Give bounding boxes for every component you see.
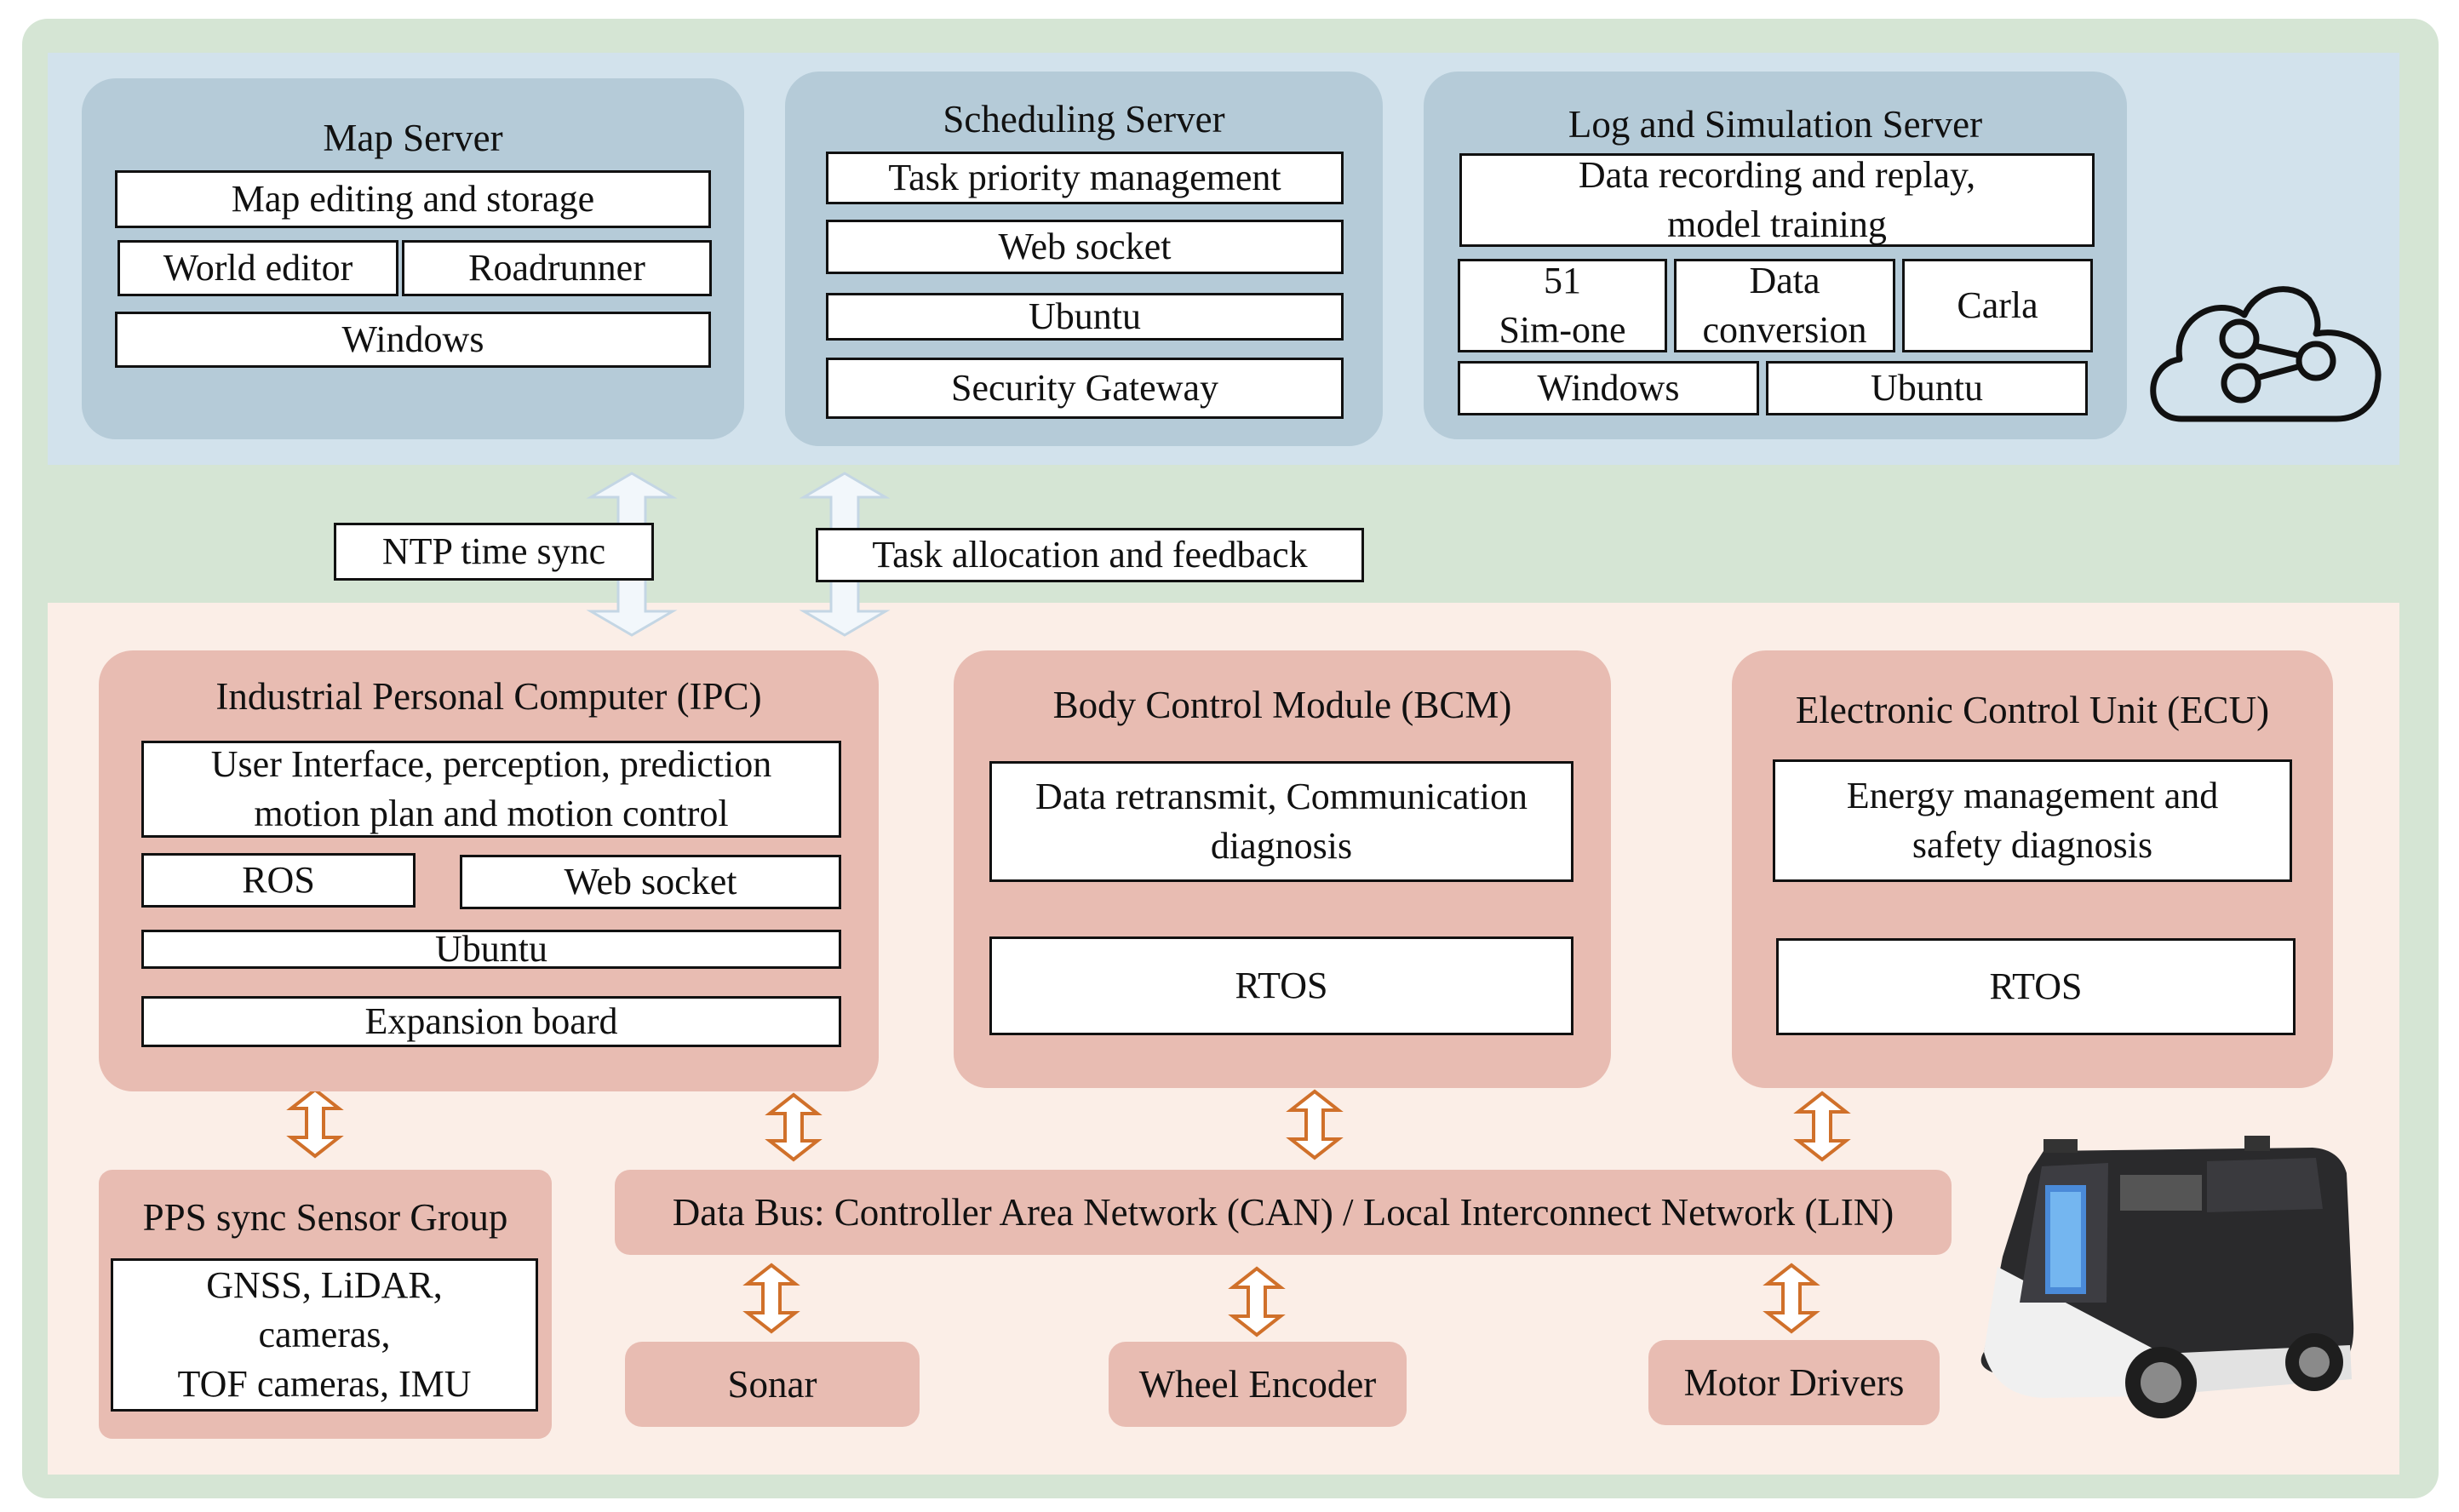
sensor-list-box: GNSS, LiDAR, cameras, TOF cameras, IMU <box>111 1258 538 1412</box>
world-editor-box: World editor <box>118 240 398 296</box>
data-conversion-box: Data conversion <box>1674 259 1895 352</box>
data-recording-box: Data recording and replay, model trainin… <box>1459 153 2095 247</box>
sim-one-box: 51 Sim-one <box>1458 259 1667 352</box>
ipc-title: Industrial Personal Computer (IPC) <box>215 675 762 718</box>
log-simulation-server-title: Log and Simulation Server <box>1568 103 1983 146</box>
autonomous-delivery-vehicle <box>1980 1136 2354 1418</box>
ntp-time-sync-label: NTP time sync <box>334 523 654 581</box>
ecu-title: Electronic Control Unit (ECU) <box>1795 689 2270 731</box>
ubuntu-box-sched: Ubuntu <box>826 293 1344 341</box>
ipc-user-interface-box: User Interface, perception, prediction m… <box>141 741 841 838</box>
bus-motor-drivers-arrow <box>1763 1263 1820 1334</box>
bcm-title: Body Control Module (BCM) <box>1052 684 1512 726</box>
roadrunner-box: Roadrunner <box>402 240 712 296</box>
bus-wheel-encoder-arrow <box>1228 1266 1286 1337</box>
map-server-title: Map Server <box>323 117 503 159</box>
security-gateway-box: Security Gateway <box>826 358 1344 419</box>
ipc-bus-arrow <box>765 1092 823 1162</box>
ecu-energy-management-box: Energy management and safety diagnosis <box>1773 759 2292 882</box>
carla-box: Carla <box>1902 259 2093 352</box>
motor-drivers-box: Motor Drivers <box>1648 1340 1940 1425</box>
data-bus-bar: Data Bus: Controller Area Network (CAN) … <box>615 1170 1952 1255</box>
scheduling-server-title: Scheduling Server <box>943 98 1225 140</box>
windows-box-log: Windows <box>1458 361 1759 415</box>
expansion-board-box: Expansion board <box>141 996 841 1047</box>
sensor-group-title: PPS sync Sensor Group <box>142 1196 508 1239</box>
web-socket-box-sched: Web socket <box>826 220 1344 274</box>
task-priority-box: Task priority management <box>826 152 1344 204</box>
task-allocation-label: Task allocation and feedback <box>816 528 1364 582</box>
ubuntu-box-log: Ubuntu <box>1766 361 2088 415</box>
bcm-bus-arrow <box>1286 1089 1344 1160</box>
ubuntu-box-ipc: Ubuntu <box>141 928 841 970</box>
map-editing-box: Map editing and storage <box>115 170 711 228</box>
bcm-data-retransmit-box: Data retransmit, Communication diagnosis <box>989 761 1573 882</box>
windows-box-map: Windows <box>115 312 711 368</box>
rtos-box-bcm: RTOS <box>989 936 1573 1035</box>
ipc-sensor-arrow <box>286 1087 344 1159</box>
web-socket-box-ipc: Web socket <box>460 855 841 909</box>
wheel-encoder-box: Wheel Encoder <box>1109 1342 1407 1427</box>
sonar-box: Sonar <box>625 1342 920 1427</box>
ros-box: ROS <box>141 853 416 908</box>
bus-sonar-arrow <box>742 1263 800 1334</box>
cloud-share-icon <box>2150 286 2382 422</box>
ecu-bus-arrow <box>1793 1091 1851 1162</box>
rtos-box-ecu: RTOS <box>1776 938 2296 1035</box>
